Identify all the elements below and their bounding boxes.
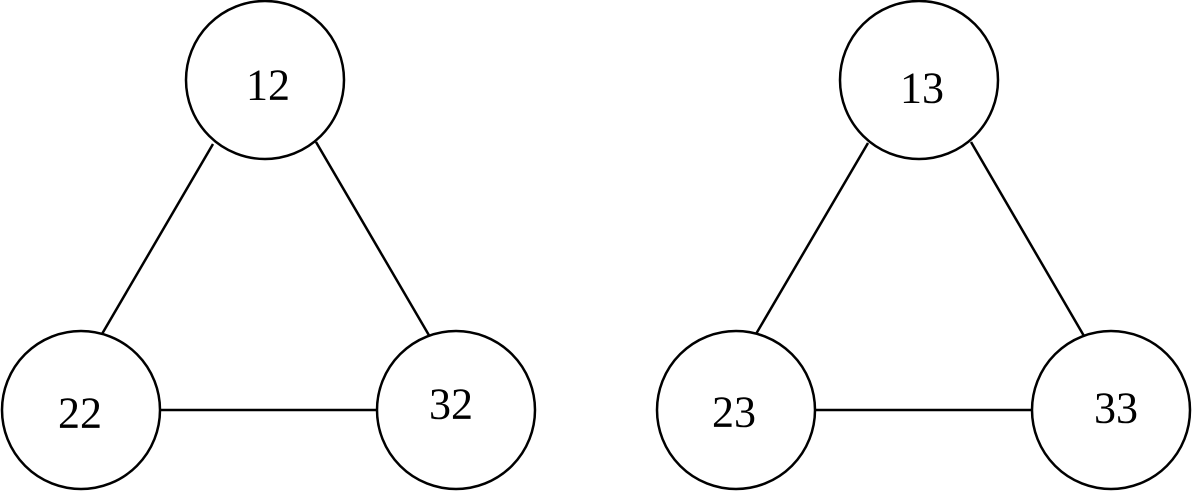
edge-13-23	[754, 142, 870, 335]
edge-13-33	[969, 141, 1086, 337]
graph-2: 13 23 33	[655, 0, 1192, 491]
node-23-circle	[655, 329, 817, 491]
node-32: 32	[375, 329, 537, 491]
node-22-label: 22	[58, 389, 102, 438]
node-22-circle	[0, 329, 162, 491]
node-12: 12	[184, 0, 346, 161]
node-13-circle	[838, 0, 1000, 161]
node-23-label: 23	[712, 388, 756, 437]
node-23: 23	[655, 329, 817, 491]
node-33-circle	[1030, 329, 1192, 491]
edge-12-22	[100, 143, 215, 335]
node-12-label: 12	[246, 61, 290, 110]
node-13-label: 13	[900, 64, 944, 113]
node-12-circle	[184, 0, 346, 161]
node-13: 13	[838, 0, 1000, 161]
node-32-label: 32	[429, 380, 473, 429]
node-22: 22	[0, 329, 162, 491]
node-32-circle	[375, 329, 537, 491]
node-33-label: 33	[1094, 384, 1138, 433]
graph-1: 12 22 32	[0, 0, 537, 491]
edge-12-32	[314, 141, 432, 338]
node-33: 33	[1030, 329, 1192, 491]
